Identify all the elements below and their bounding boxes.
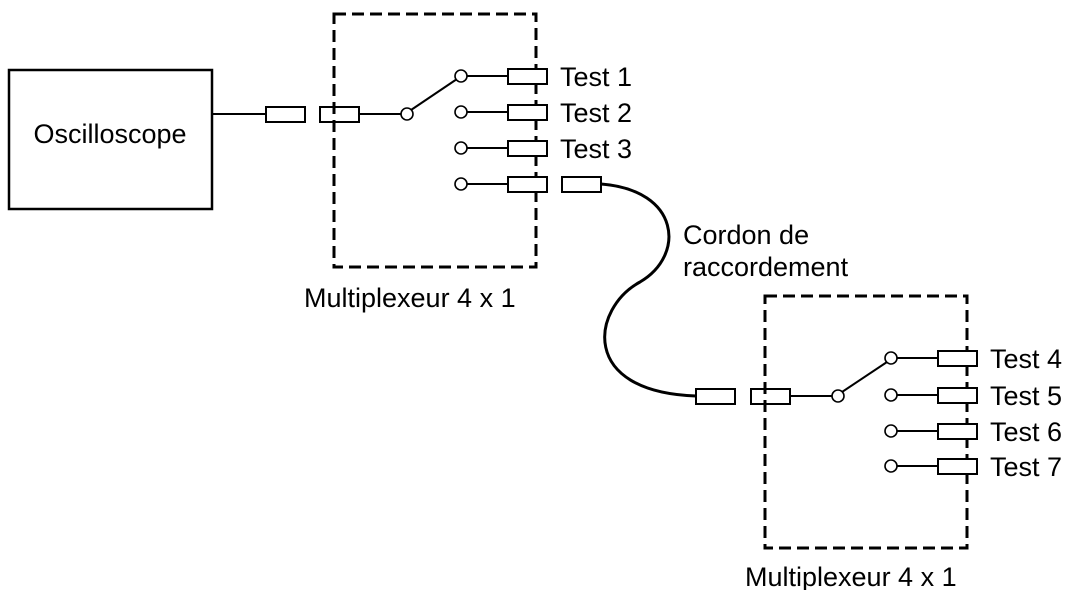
channel-connector (507, 104, 548, 121)
oscilloscope-box (7, 68, 214, 211)
channel-test-3: Test 3 (454, 134, 632, 164)
connector-jack (319, 106, 360, 123)
channel-connector (507, 68, 548, 85)
oscilloscope-label: Oscilloscope (33, 119, 186, 149)
multiplexer-top: Multiplexeur 4 x 1 Test 1 Test 2 Test 3 (304, 12, 632, 313)
channel-connector (937, 423, 978, 440)
channel-connector (507, 140, 548, 157)
cable-connector (561, 176, 602, 193)
switch-terminal (884, 459, 898, 473)
channel-label: Test 6 (990, 417, 1062, 447)
channel-test-5: Test 5 (884, 381, 1062, 411)
switch-terminal (884, 388, 898, 402)
switch-common-terminal (400, 107, 414, 121)
channel-test-1: Test 1 (454, 62, 632, 92)
channel-label: Test 2 (560, 98, 632, 128)
channel-test-6: Test 6 (884, 417, 1062, 447)
channel-label: Test 3 (560, 134, 632, 164)
switch-terminal (884, 351, 898, 365)
channel-output-4 (454, 176, 602, 193)
channel-test-4: Test 4 (884, 344, 1062, 374)
switch-arm (410, 78, 458, 111)
channel-test-7: Test 7 (884, 452, 1062, 482)
cable-label-line2: raccordement (683, 252, 849, 282)
channel-connector (937, 387, 978, 404)
input-wire-top (212, 78, 458, 123)
multiplexer-top-box (332, 12, 538, 269)
multiplexer-bottom-box (763, 294, 969, 550)
channel-label: Test 1 (560, 62, 632, 92)
connection-cable: Cordon de raccordement (600, 182, 849, 398)
switch-arm (841, 361, 888, 393)
switch-terminal (454, 177, 468, 191)
channel-label: Test 7 (990, 452, 1062, 482)
multiplexer-top-label: Multiplexeur 4 x 1 (304, 283, 516, 313)
switch-terminal (454, 105, 468, 119)
channel-connector (507, 176, 548, 193)
channel-connector (937, 458, 978, 475)
channel-connector (937, 350, 978, 367)
switch-terminal (454, 69, 468, 83)
multiplexer-bottom: Multiplexeur 4 x 1 Test 4 Test 5 Test 6 … (745, 294, 1062, 590)
connector-plug (695, 388, 736, 405)
multiplexer-bottom-label: Multiplexeur 4 x 1 (745, 562, 957, 590)
channel-test-2: Test 2 (454, 98, 632, 128)
switch-terminal (454, 141, 468, 155)
oscilloscope: Oscilloscope (7, 68, 214, 211)
channel-label: Test 4 (990, 344, 1062, 374)
channel-label: Test 5 (990, 381, 1062, 411)
input-wire-bottom (695, 361, 888, 405)
cable-label-line1: Cordon de (683, 220, 809, 250)
cable-curve (600, 182, 697, 398)
connector-jack (750, 388, 791, 405)
switch-terminal (884, 424, 898, 438)
connector-plug (265, 106, 306, 123)
switch-common-terminal (831, 389, 845, 403)
